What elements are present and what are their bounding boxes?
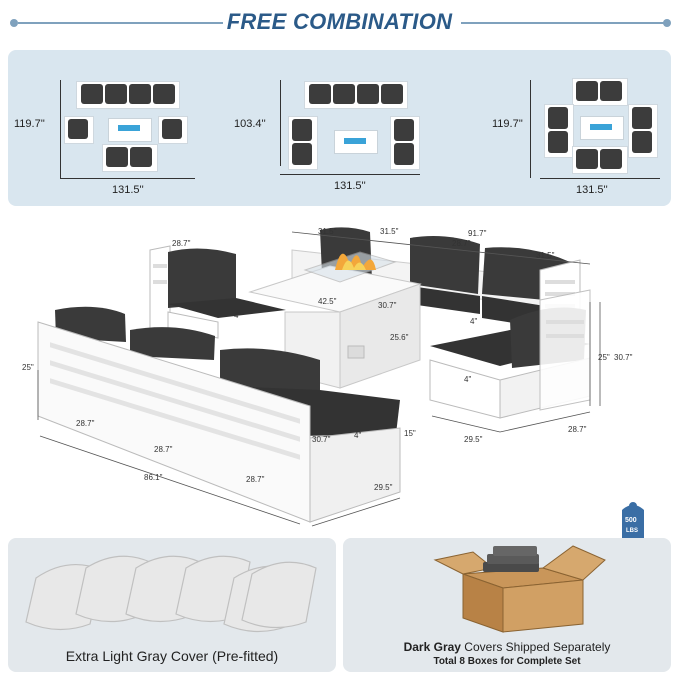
dim-label: 4" xyxy=(470,317,477,326)
dark-cover-caption-bold: Dark Gray xyxy=(403,640,461,654)
cushion xyxy=(600,149,622,169)
cushion xyxy=(162,119,182,139)
combo-layout-2: 103.4'' 131.5'' xyxy=(230,50,450,206)
light-cover-pads xyxy=(25,555,317,633)
header-rule-right xyxy=(461,22,666,24)
light-cover-panel: Extra Light Gray Cover (Pre-fitted) xyxy=(8,538,336,672)
page-title: FREE COMBINATION xyxy=(226,9,453,34)
cushion xyxy=(548,131,568,153)
cushion xyxy=(394,119,414,141)
cushion xyxy=(632,107,652,129)
dark-cover-caption-rest: Covers Shipped Separately xyxy=(460,640,611,654)
combo-2-height: 103.4'' xyxy=(234,118,266,130)
dim-label: 29.5" xyxy=(464,435,483,444)
cushion xyxy=(292,119,312,141)
combo-3-width: 131.5'' xyxy=(576,184,608,196)
dim-label: 30.7" xyxy=(614,353,633,362)
dim-label: 15" xyxy=(404,429,416,438)
dim-label: 28.7" xyxy=(76,419,95,428)
dim-label: 4" xyxy=(354,431,361,440)
back-cushion xyxy=(130,327,215,360)
cushion xyxy=(309,84,331,104)
seat-cushion xyxy=(168,298,286,318)
badge-value: 500 xyxy=(625,517,637,524)
cushion xyxy=(105,84,127,104)
combo-3-height: 119.7'' xyxy=(492,118,523,130)
cushion xyxy=(292,143,312,165)
dim-label: 28.7" xyxy=(172,239,191,248)
dark-cover-caption: Dark Gray Covers Shipped Separately xyxy=(343,640,671,654)
dim-label: 4" xyxy=(234,311,241,320)
dim-label: 29.5" xyxy=(374,483,393,492)
combo-2-height-line xyxy=(280,80,281,166)
fire-burner xyxy=(590,124,612,130)
combo-2-width-line xyxy=(280,174,420,175)
boxes-caption: Total 8 Boxes for Complete Set xyxy=(433,656,581,667)
combo-1-height: 119.7'' xyxy=(14,118,45,130)
cushion xyxy=(153,84,175,104)
combo-3-height-line xyxy=(530,80,531,178)
cushion xyxy=(333,84,355,104)
combination-panel: 119.7'' 131.5'' 103.4'' 131.5'' xyxy=(8,50,671,206)
dim-label: 28.7" xyxy=(452,239,471,248)
light-cover-caption: Extra Light Gray Cover (Pre-fitted) xyxy=(65,648,279,664)
header-rule-left xyxy=(18,22,223,24)
front-three-seat-sofa xyxy=(37,306,401,523)
dim-label: 25" xyxy=(598,353,610,362)
fire-pit-table xyxy=(248,251,422,389)
sectional-set-illustration: 31.5" 31.5" 91.7" 28.7" 31.5" 28.7" 42.5… xyxy=(22,227,644,538)
dim-label: 30.7" xyxy=(378,301,397,310)
dim-label: 31.5" xyxy=(380,227,399,236)
dim-label: 86.1" xyxy=(144,473,163,482)
dim-label: 28.7" xyxy=(246,475,265,484)
cushion xyxy=(130,147,152,167)
dark-cover-panel: Dark Gray Covers Shipped Separately Tota… xyxy=(343,538,671,672)
fire-burner xyxy=(344,138,366,144)
cushion xyxy=(68,119,88,139)
dim-label: 42.5" xyxy=(318,297,337,306)
front-right-armchair xyxy=(429,289,591,419)
back-cushion xyxy=(168,248,236,308)
combo-1-width: 131.5'' xyxy=(112,184,144,196)
dimension-lines xyxy=(37,231,601,527)
combo-1-width-line xyxy=(60,178,195,179)
shipping-box-illustration xyxy=(433,545,606,633)
cushion xyxy=(81,84,103,104)
dim-label: 31.5" xyxy=(318,227,337,236)
header-dot-right xyxy=(663,19,671,27)
cushion xyxy=(381,84,403,104)
dim-label: 30.7" xyxy=(312,435,331,444)
cushion xyxy=(548,107,568,129)
back-cushion xyxy=(220,348,320,392)
combo-3-width-line xyxy=(540,178,660,179)
dim-label: 28.7" xyxy=(154,445,173,454)
header-dot-left xyxy=(10,19,18,27)
combo-1-height-line xyxy=(60,80,61,178)
cushion xyxy=(600,81,622,101)
page-header: FREE COMBINATION xyxy=(0,0,679,46)
cushion xyxy=(106,147,128,167)
dim-label: 4" xyxy=(464,375,471,384)
dim-label: 28.7" xyxy=(568,425,587,434)
dim-label: 25" xyxy=(22,363,34,372)
cushion xyxy=(632,131,652,153)
combo-layout-3: 119.7'' 131.5'' xyxy=(452,50,671,206)
cushion xyxy=(357,84,379,104)
badge-unit: LBS xyxy=(626,528,638,534)
combo-layout-1: 119.7'' 131.5'' xyxy=(8,50,228,206)
dim-label: 91.7" xyxy=(468,229,487,238)
weight-capacity-badge: 500 LBS xyxy=(622,502,644,538)
combo-2-width: 131.5'' xyxy=(334,180,366,192)
cover-pad xyxy=(241,561,317,629)
cushion xyxy=(576,149,598,169)
dim-label: 31.5" xyxy=(536,251,555,260)
seat-cushion xyxy=(410,286,480,314)
fire-burner xyxy=(118,125,140,131)
cushion xyxy=(394,143,414,165)
cushion xyxy=(576,81,598,101)
dim-label: 25.6" xyxy=(390,333,409,342)
flame xyxy=(342,260,366,270)
cushion xyxy=(129,84,151,104)
